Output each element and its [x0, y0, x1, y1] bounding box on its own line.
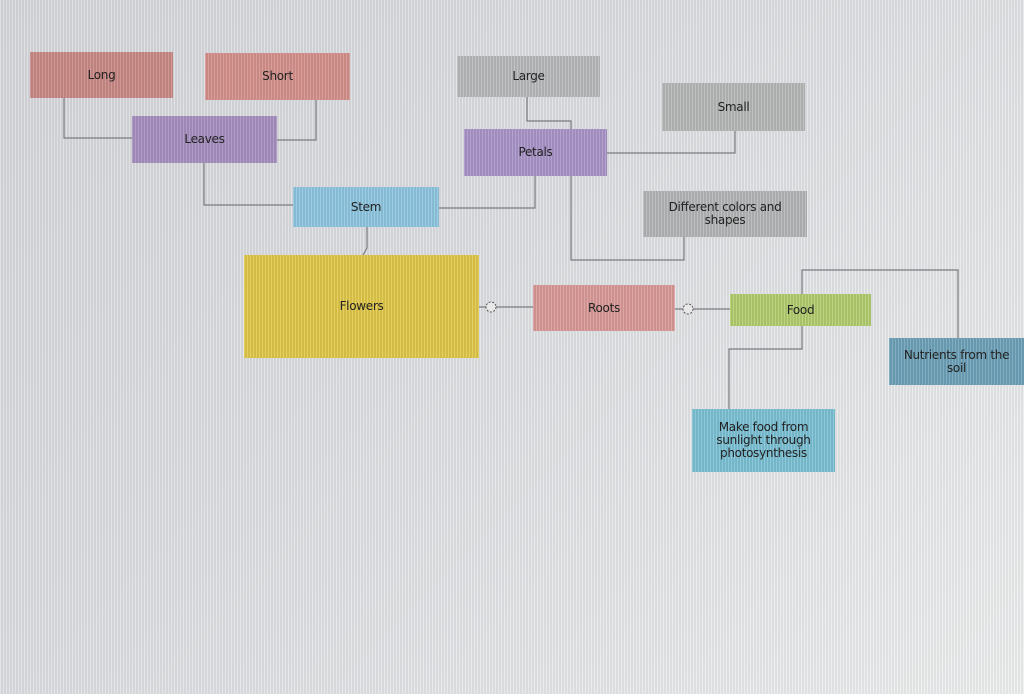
connector-food-makefood: [728, 326, 803, 409]
connector-large-petals: [526, 97, 572, 129]
node-flowers[interactable]: Flowers: [244, 255, 479, 358]
node-large[interactable]: Large: [457, 56, 600, 97]
node-stem[interactable]: Stem: [293, 187, 439, 227]
node-short[interactable]: Short: [205, 53, 350, 100]
node-different-colors[interactable]: Different colors and shapes: [643, 191, 807, 237]
connection-handle: [485, 301, 497, 313]
connector-petals-different: [570, 176, 685, 261]
node-label: Short: [262, 69, 293, 83]
node-leaves[interactable]: Leaves: [132, 116, 277, 163]
node-label: Make food from sunlight through photosyn…: [716, 420, 811, 460]
node-label: Food: [786, 302, 815, 317]
node-nutrients[interactable]: Nutrients from the soil: [889, 338, 1024, 385]
node-label: Long: [87, 67, 116, 82]
node-food[interactable]: Food: [730, 294, 871, 326]
node-label: Large: [512, 69, 545, 83]
node-label: Nutrients from the soil: [903, 347, 1010, 375]
node-label: Small: [717, 99, 750, 114]
node-label: Petals: [518, 145, 553, 159]
node-long[interactable]: Long: [30, 52, 173, 98]
connector-petals-small: [607, 131, 736, 154]
connector-stem-petals: [439, 176, 536, 209]
connector-stem-flowers: [362, 227, 368, 256]
node-label: Leaves: [184, 132, 225, 146]
connector-long-leaves: [63, 98, 132, 139]
node-petals[interactable]: Petals: [464, 129, 607, 176]
connector-leaves-stem: [203, 163, 293, 206]
node-roots[interactable]: Roots: [533, 285, 675, 331]
connector-food-nutrients: [801, 269, 959, 338]
node-label: Stem: [350, 199, 382, 214]
node-label: Flowers: [339, 299, 384, 313]
node-label: Different colors and shapes: [668, 200, 782, 227]
node-label: Roots: [588, 300, 620, 315]
connection-handle: [682, 303, 694, 315]
node-make-food[interactable]: Make food from sunlight through photosyn…: [692, 409, 835, 472]
node-small[interactable]: Small: [662, 83, 805, 131]
connector-short-leaves: [277, 100, 317, 141]
